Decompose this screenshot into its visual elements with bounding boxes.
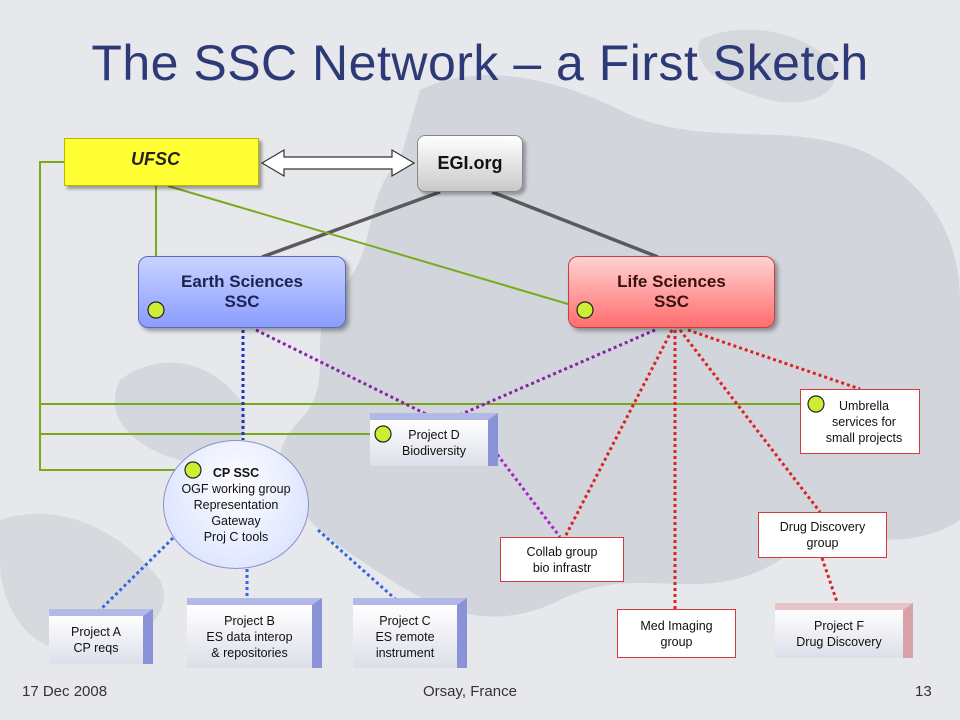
earth-sciences-ssc-node: Earth Sciences SSC <box>138 256 346 328</box>
earth-project-d-link <box>255 328 439 422</box>
umbrella-label-3: small projects <box>825 430 903 445</box>
collab-group-node: Collab group bio infrastr <box>500 537 624 582</box>
slide-title: The SSC Network – a First Sketch <box>91 35 869 91</box>
cp-label-4: Gateway <box>211 513 261 528</box>
life-sciences-ssc-node: Life Sciences SSC <box>568 256 775 328</box>
project-f-label-1: Project F <box>813 619 864 633</box>
ufsc-bus-line <box>39 161 190 471</box>
project-b-label-2: ES data interop <box>206 629 293 644</box>
drug-label-2: group <box>806 536 839 550</box>
drug-discovery-group-node: Drug Discovery group <box>758 512 887 558</box>
egi-earth-link <box>261 190 441 259</box>
cp-label-1: CP SSC <box>212 465 260 480</box>
cp-label-5: Proj C tools <box>203 529 269 544</box>
ufsc-life-link <box>167 185 586 310</box>
earth-label-1: Earth Sciences <box>181 272 303 291</box>
cp-label-2: OGF working group <box>181 481 291 496</box>
umbrella-services-node: Umbrella services for small projects <box>800 389 920 454</box>
project-f-label-2: Drug Discovery <box>796 635 882 649</box>
med-label-2: group <box>660 634 693 649</box>
egi-life-link <box>491 190 659 259</box>
footer-location: Orsay, France <box>423 683 517 700</box>
life-project-d-link <box>447 328 656 422</box>
project-b-label-3: & repositories <box>211 645 288 660</box>
project-d-collab-link <box>488 444 562 538</box>
project-f-node: Project F Drug Discovery <box>775 603 913 658</box>
drug-project-f-link <box>820 557 840 606</box>
ufsc-node: UFSC <box>64 138 259 186</box>
project-b-label-1: Project B <box>224 613 275 628</box>
ufsc-label: UFSC <box>131 149 180 169</box>
egi-label: EGI.org <box>437 153 503 173</box>
collab-label-2: bio infrastr <box>532 560 592 575</box>
project-b-node: Project B ES data interop & repositories <box>187 598 322 668</box>
project-a-label-2: CP reqs <box>73 641 119 655</box>
life-drug-link <box>678 329 822 513</box>
project-d-label-2: Biodiversity <box>402 444 466 458</box>
cp-project-a-link <box>96 536 175 614</box>
project-a-label-1: Project A <box>70 625 122 639</box>
project-d-label-1: Project D <box>408 428 460 442</box>
project-c-label-3: instrument <box>375 645 435 660</box>
life-umbrella-link <box>687 328 861 391</box>
project-c-label-1: Project C <box>379 613 431 628</box>
umbrella-label-1: Umbrella <box>838 398 889 413</box>
project-c-label-2: ES remote <box>375 629 435 644</box>
project-d-node: Project D Biodiversity <box>370 413 498 466</box>
life-collab-link <box>563 329 674 538</box>
ufsc-egi-double-arrow <box>260 148 416 178</box>
med-label-1: Med Imaging <box>640 618 713 633</box>
project-a-node: Project A CP reqs <box>49 609 153 664</box>
life-label-1: Life Sciences <box>617 272 726 291</box>
life-label-2: SSC <box>654 292 689 311</box>
cp-ssc-node: CP SSC OGF working group Representation … <box>163 440 309 569</box>
med-imaging-group-node: Med Imaging group <box>617 609 736 658</box>
cp-label-3: Representation <box>193 497 279 512</box>
footer-page-number: 13 <box>915 683 932 700</box>
umbrella-label-2: services for <box>832 414 896 429</box>
footer-date: 17 Dec 2008 <box>22 683 108 700</box>
collab-label-1: Collab group <box>526 544 598 559</box>
drug-label-1: Drug Discovery <box>779 520 866 534</box>
earth-label-2: SSC <box>224 292 260 311</box>
cp-project-c-link <box>317 528 403 607</box>
egi-node: EGI.org <box>417 135 523 192</box>
project-c-node: Project C ES remote instrument <box>353 598 467 668</box>
